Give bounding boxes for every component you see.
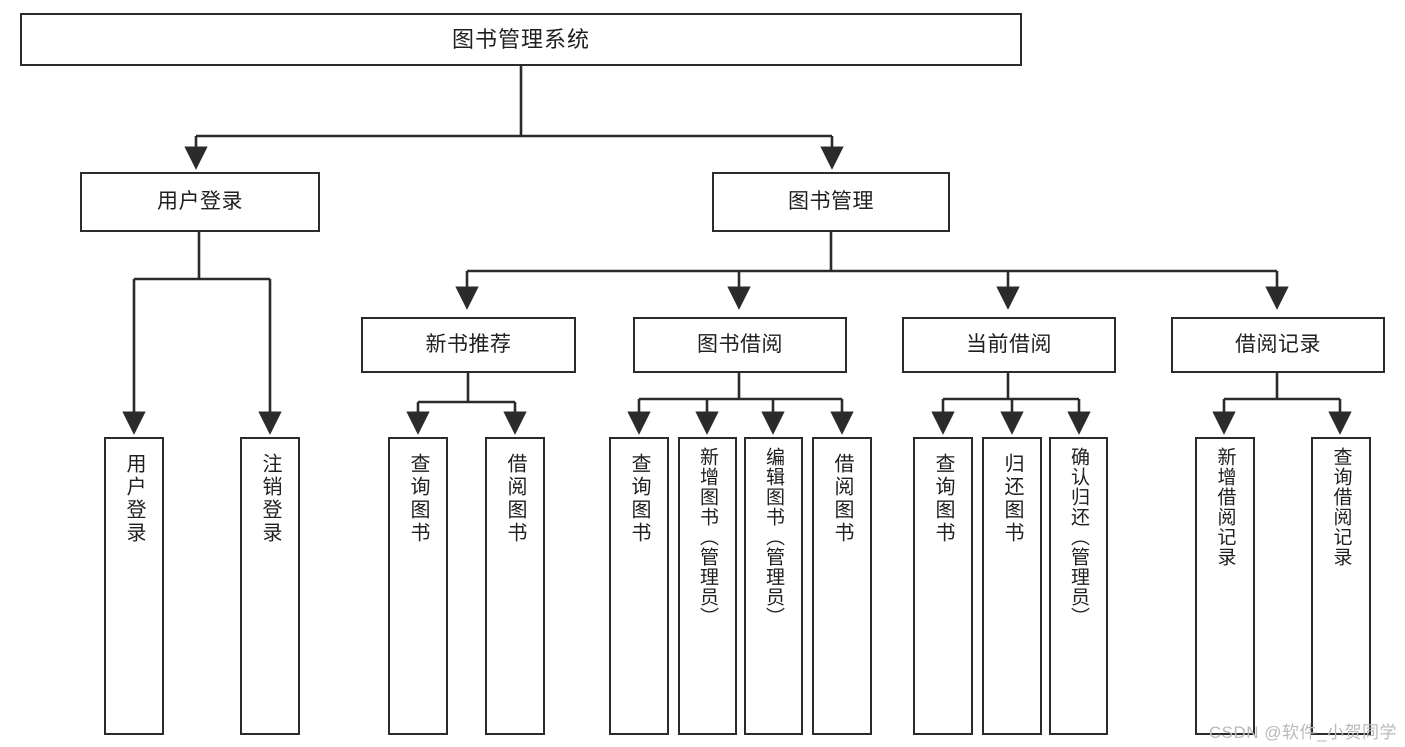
node-label: 图书借阅 bbox=[697, 332, 783, 356]
node-label: 当前借阅 bbox=[966, 332, 1052, 356]
node-label: 图书管理系统 bbox=[451, 26, 590, 52]
node-user-login[interactable]: 用户登录 bbox=[80, 172, 320, 232]
node-label: 借阅记录 bbox=[1235, 332, 1321, 356]
node-label: 新增图书（管理员） bbox=[697, 447, 718, 627]
node-leaf-add-book-admin[interactable]: 新增图书（管理员） bbox=[678, 437, 737, 735]
node-label: 新书推荐 bbox=[425, 332, 512, 356]
node-label: 借阅图书 bbox=[504, 453, 526, 545]
node-label: 确认归还（管理员） bbox=[1068, 447, 1089, 627]
node-label: 编辑图书（管理员） bbox=[763, 447, 784, 627]
node-book-borrow[interactable]: 图书借阅 bbox=[633, 317, 847, 373]
node-leaf-logout[interactable]: 注销登录 bbox=[240, 437, 300, 735]
watermark-text: CSDN @软件_小贺同学 bbox=[1208, 723, 1397, 742]
node-label: 查询借阅记录 bbox=[1330, 447, 1352, 567]
node-label: 查询图书 bbox=[932, 453, 954, 545]
node-leaf-add-borrow-record[interactable]: 新增借阅记录 bbox=[1195, 437, 1255, 735]
node-label: 查询图书 bbox=[628, 453, 650, 545]
node-leaf-edit-book-admin[interactable]: 编辑图书（管理员） bbox=[744, 437, 803, 735]
node-leaf-borrow-book-recommend[interactable]: 借阅图书 bbox=[485, 437, 545, 735]
node-leaf-query-book-recommend[interactable]: 查询图书 bbox=[388, 437, 448, 735]
node-leaf-borrow-book[interactable]: 借阅图书 bbox=[812, 437, 872, 735]
node-leaf-confirm-return-admin[interactable]: 确认归还（管理员） bbox=[1049, 437, 1108, 735]
node-leaf-query-book-borrow[interactable]: 查询图书 bbox=[609, 437, 669, 735]
node-label: 借阅图书 bbox=[831, 453, 853, 545]
node-leaf-return-book[interactable]: 归还图书 bbox=[982, 437, 1042, 735]
node-label: 新增借阅记录 bbox=[1214, 447, 1236, 567]
node-label: 查询图书 bbox=[407, 453, 429, 545]
node-leaf-user-login[interactable]: 用户登录 bbox=[104, 437, 164, 735]
node-new-book-recommend[interactable]: 新书推荐 bbox=[361, 317, 576, 373]
node-current-borrow[interactable]: 当前借阅 bbox=[902, 317, 1116, 373]
node-borrow-record[interactable]: 借阅记录 bbox=[1171, 317, 1385, 373]
node-leaf-query-borrow-record[interactable]: 查询借阅记录 bbox=[1311, 437, 1371, 735]
node-label: 用户登录 bbox=[123, 453, 145, 545]
node-book-management-system[interactable]: 图书管理系统 bbox=[20, 13, 1022, 66]
node-label: 注销登录 bbox=[259, 453, 281, 545]
node-label: 归还图书 bbox=[1001, 453, 1023, 545]
node-label: 用户登录 bbox=[157, 189, 243, 213]
node-leaf-query-book-current[interactable]: 查询图书 bbox=[913, 437, 973, 735]
node-label: 图书管理 bbox=[788, 189, 874, 213]
node-book-management[interactable]: 图书管理 bbox=[712, 172, 950, 232]
